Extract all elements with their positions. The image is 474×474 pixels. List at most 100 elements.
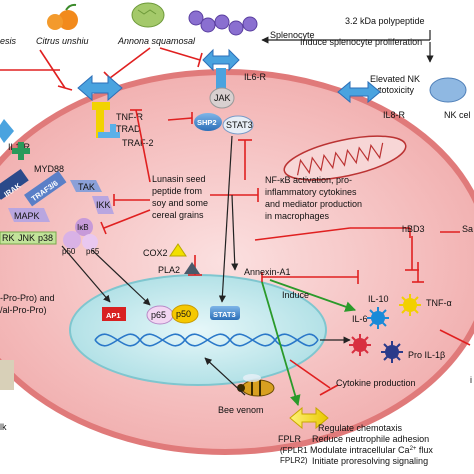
lunasin-line2: peptide from (152, 186, 202, 196)
left-text-line1: -Pro-Pro) and (0, 293, 55, 303)
il6r-receptor (202, 48, 240, 109)
il6r-label: IL6-R (244, 72, 267, 82)
ikb-label: IκB (77, 223, 89, 232)
myd88-icon (12, 142, 30, 160)
effect-line1: Regulate chemotaxis (318, 423, 403, 433)
nuc-p50-label: p50 (176, 309, 191, 319)
il8r-label: IL8-R (383, 110, 406, 120)
trad-label: TRAD (116, 124, 141, 134)
lunasin-line1: Lunasin seed (152, 174, 206, 184)
p38-label: p38 (38, 233, 53, 243)
tnfr-receptor (77, 74, 123, 138)
traf36-box (24, 170, 67, 207)
tnfa-label: TNF-α (426, 298, 452, 308)
milk-image (0, 360, 14, 390)
fplr-label: FPLR (278, 434, 302, 444)
right-edge-sa: Sa (462, 224, 473, 234)
bee-venom-label: Bee venom (218, 405, 264, 415)
ap1-box (102, 307, 126, 321)
nuc-p65-label: p65 (151, 310, 166, 320)
ikk-box (92, 196, 114, 214)
fplr-arrow (261, 281, 301, 407)
il6-cytokine-icon (349, 334, 371, 356)
effect-line3: Modulate intracellular Ca2+ flux (310, 445, 433, 455)
cox2-label: COX2 (143, 248, 168, 258)
nfkb-line3: and mediator production (265, 199, 362, 209)
splenocyte-cluster-icon (188, 10, 258, 36)
pla2-triangle (184, 262, 200, 274)
p50-label: p50 (62, 247, 76, 256)
induce-arrow (269, 279, 357, 312)
left-cut-label: esis (0, 36, 17, 46)
lunasin-line4: cereal grains (152, 210, 204, 220)
nk-tox-line1: Elevated NK (370, 74, 420, 84)
fplr-sub1: (FPLR1 (280, 446, 308, 455)
right-edge-i: i (470, 375, 472, 385)
fplr-sub2: FPLR2) (280, 456, 308, 465)
fplr-receptor (289, 406, 329, 430)
left-text-line3: lk (0, 422, 7, 432)
hbd3-label: hBD3 (402, 224, 425, 234)
nuc-stat3-label: STAT3 (213, 310, 236, 319)
nk-cell-icon (429, 77, 467, 103)
mapk-cascade-bar (0, 231, 57, 245)
pla2-label: PLA2 (158, 265, 180, 275)
citrus-label: Citrus unshiu (36, 36, 89, 46)
nfkb-line4: in macrophages (265, 211, 330, 221)
mapk-box (8, 208, 50, 222)
shp2-label: SHP2 (197, 118, 217, 127)
tnfa-cytokine-icon (399, 294, 421, 316)
il8r-receptor (337, 80, 381, 104)
stat3-label: STAT3 (226, 120, 253, 130)
tak-label: TAK (78, 182, 95, 192)
left-text-line2: /al-Pro-Pro) (0, 305, 47, 315)
induce-label: Induce (282, 290, 309, 300)
nuc-stat3-box (210, 306, 240, 320)
mitochondrion (283, 135, 407, 181)
ikb-circle (75, 218, 93, 236)
jak-label: JAK (214, 93, 231, 103)
mapk-label: MAPK (14, 211, 40, 221)
annona-label: Annona squamosal (117, 36, 196, 46)
annexin-label: Annexin-A1 (244, 267, 291, 277)
il1r-receptor (0, 119, 14, 143)
effect-line4: Initiate proresolving signaling (312, 456, 428, 466)
nfkb-line2: inflammatory cytokines (265, 187, 357, 197)
il10-label: IL-10 (368, 294, 389, 304)
irak-box (0, 168, 29, 200)
polypeptide-label: 3.2 kDa polypeptide (345, 16, 425, 26)
nuc-p50-oval (171, 304, 199, 324)
cox2-triangle (169, 243, 187, 257)
stat3-oval (222, 115, 254, 135)
effect-line2: Reduce neutrophile adhesion (312, 434, 429, 444)
il10-cytokine-icon (367, 307, 389, 329)
nfkb-line1: NF-κB activation, pro- (265, 175, 352, 185)
inhibition-lines (100, 109, 471, 396)
il6-label: IL-6 (352, 314, 368, 324)
rk-label: RK (2, 233, 15, 243)
myd88-label: MYD88 (34, 164, 64, 174)
jnk-label: JNK (18, 233, 35, 243)
citrus-fruit-icon (47, 3, 78, 30)
lunasin-line3: soy and some (152, 198, 208, 208)
induce-prolif-label: Induce splenocyte proliferation (300, 37, 422, 47)
signal-arrows (61, 135, 351, 344)
nk-cell-label: NK cel (444, 110, 471, 120)
splenocyte-label: Splenocyte (270, 30, 315, 40)
ikk-label: IKK (96, 200, 111, 210)
shp2-oval (194, 113, 222, 131)
cytokine-production-label: Cytokine production (336, 378, 416, 388)
pro-il1b-label: Pro IL-1β (408, 350, 445, 360)
tak-box (70, 180, 102, 192)
annona-fruit-icon (131, 2, 165, 28)
nk-tox-line2: cytotoxicity (370, 85, 415, 95)
p65-circle (82, 234, 98, 250)
traf2-label: TRAF-2 (122, 138, 154, 148)
p50-circle (63, 231, 81, 249)
pro-il1b-cytokine-icon (381, 341, 403, 363)
tnfr-label: TNF-R (116, 112, 143, 122)
ap1-label: AP1 (106, 311, 121, 320)
bee-arrow (204, 357, 246, 396)
